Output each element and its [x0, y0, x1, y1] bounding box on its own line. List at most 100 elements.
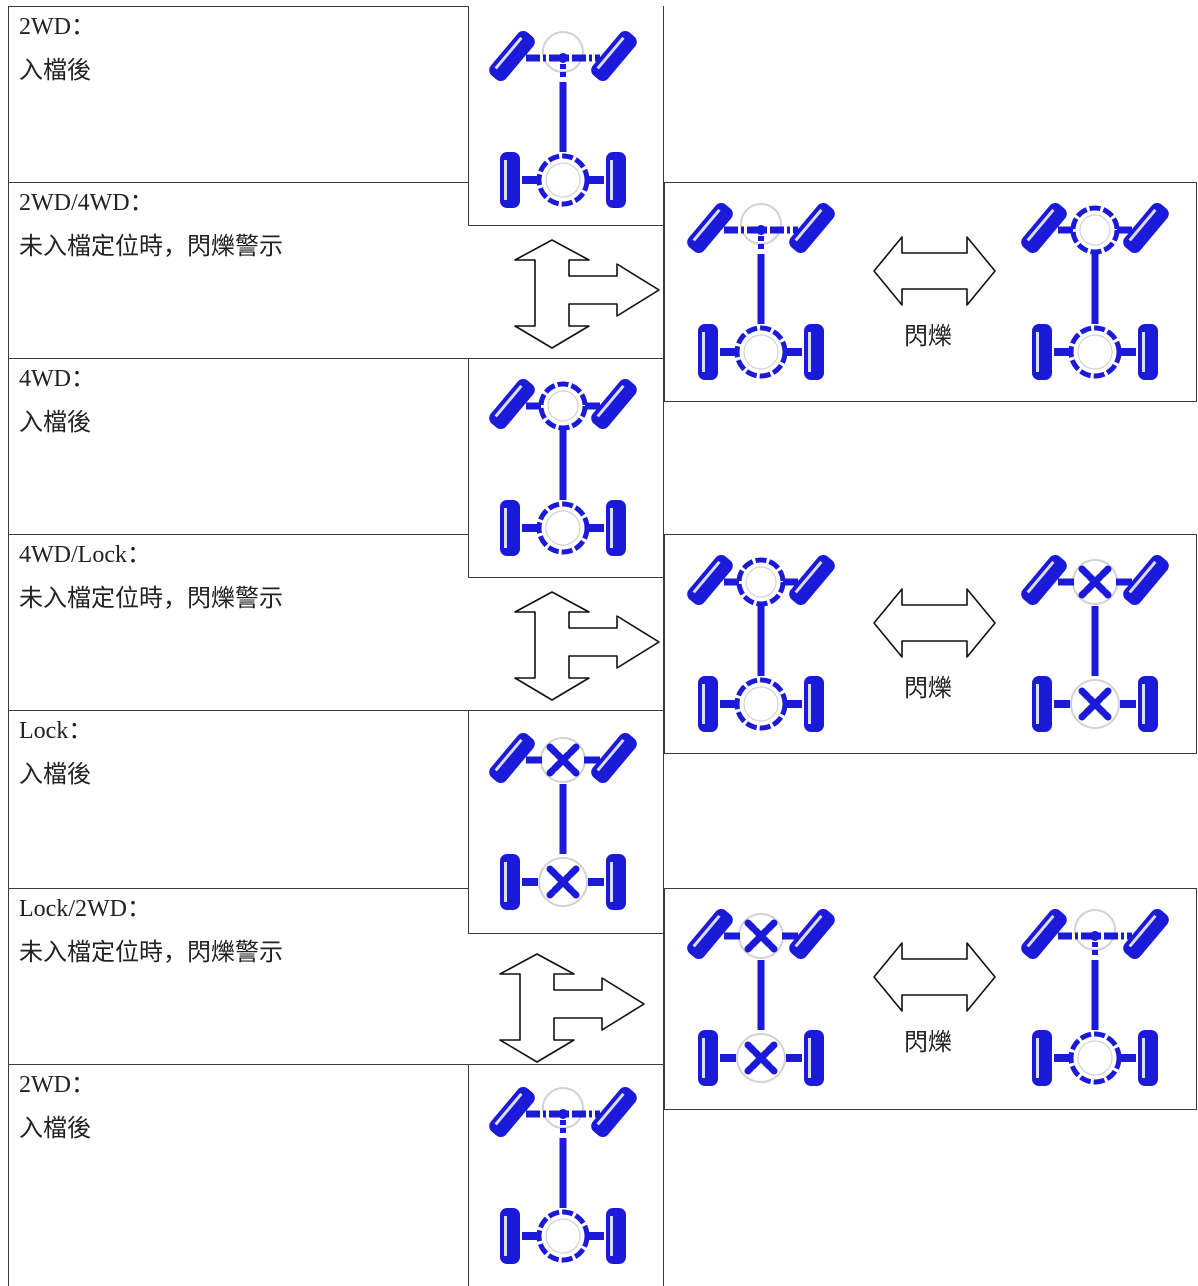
rear-axle-right — [588, 1232, 604, 1240]
blink-double-arrow-icon — [873, 236, 996, 306]
front-right-wheel — [789, 202, 835, 254]
rear-axle-right — [588, 878, 604, 886]
rear-diff-inner — [743, 686, 779, 722]
rear-left-wheel — [500, 854, 520, 910]
rear-axle-right — [588, 524, 604, 532]
rear-diff — [536, 1209, 590, 1263]
state-description: 入檔後 — [19, 1116, 91, 1142]
state-description: 入檔後 — [19, 410, 91, 436]
blink-double-arrow-icon — [873, 942, 996, 1012]
front-left-wheel — [687, 554, 733, 606]
rear-right-wheel — [804, 324, 824, 380]
rear-left-wheel — [698, 1030, 718, 1086]
blink-label: 閃爍 — [904, 676, 952, 702]
transition-arrow-icon — [514, 591, 660, 701]
rear-axle-right — [786, 1054, 802, 1062]
rear-right-wheel — [1138, 1030, 1158, 1086]
front-left-wheel — [489, 1086, 535, 1138]
front-diff-inner — [1079, 214, 1111, 246]
drivetrain-4wd-icon — [1021, 202, 1169, 380]
rear-diff — [536, 153, 590, 207]
blink-label: 閃爍 — [904, 1030, 952, 1056]
front-diff-inner — [745, 566, 777, 598]
rear-diff — [734, 677, 788, 731]
rear-axle-left — [522, 524, 538, 532]
front-left-wheel — [687, 908, 733, 960]
rear-lock-hub — [558, 877, 568, 887]
rear-diff — [734, 325, 788, 379]
front-diff-inner — [547, 390, 579, 422]
rear-diff-inner — [545, 162, 581, 198]
rear-diff — [536, 501, 590, 555]
transition-arrow-icon — [514, 239, 660, 349]
rear-axle-left — [720, 1054, 736, 1062]
front-lock-hub — [1090, 577, 1100, 587]
front-left-wheel — [687, 202, 733, 254]
rear-axle-left — [1054, 700, 1070, 708]
rear-lock-hub — [1090, 699, 1100, 709]
rear-right-wheel — [1138, 676, 1158, 732]
rear-right-wheel — [1138, 324, 1158, 380]
rear-axle-right — [786, 348, 802, 356]
state-title: 2WD： — [19, 14, 95, 40]
rear-axle-left — [522, 878, 538, 886]
rear-left-wheel — [1032, 1030, 1052, 1086]
rear-diff-inner — [545, 1218, 581, 1254]
front-left-wheel — [489, 30, 535, 82]
rear-left-wheel — [698, 324, 718, 380]
rear-left-wheel — [698, 676, 718, 732]
rear-axle-right — [786, 700, 802, 708]
state-title: 2WD： — [19, 1072, 95, 1098]
rear-left-wheel — [500, 152, 520, 208]
state-description: 入檔後 — [19, 58, 91, 84]
rear-axle-left — [1054, 1054, 1070, 1062]
rear-axle-left — [1054, 348, 1070, 356]
drivetrain-2wd-icon — [1021, 908, 1169, 1086]
blink-panel-2wd-4wd — [664, 182, 1197, 402]
drivetrain-2wd-icon — [687, 202, 835, 380]
rear-diff-ghost — [1070, 679, 1120, 729]
rear-axle-right — [588, 176, 604, 184]
front-left-wheel — [1021, 908, 1067, 960]
drivetrain-2wd-icon — [489, 30, 637, 208]
rear-left-wheel — [1032, 676, 1052, 732]
state-description: 未入檔定位時，閃爍警示 — [19, 234, 283, 260]
rear-left-wheel — [500, 1208, 520, 1264]
drivetrain-lock-icon — [489, 732, 637, 910]
front-right-wheel — [789, 908, 835, 960]
rear-diff — [1068, 325, 1122, 379]
rear-diff-ghost — [538, 857, 588, 907]
rear-axle-left — [522, 1232, 538, 1240]
front-left-wheel — [489, 732, 535, 784]
rear-right-wheel — [606, 854, 626, 910]
rear-diff-inner — [1077, 334, 1113, 370]
drivetrain-lock-icon — [1021, 554, 1169, 732]
rear-diff-inner — [1077, 1040, 1113, 1076]
rear-right-wheel — [606, 152, 626, 208]
rear-right-wheel — [606, 500, 626, 556]
front-right-wheel — [591, 1086, 637, 1138]
rear-axle-left — [522, 176, 538, 184]
state-title: 2WD/4WD： — [19, 190, 154, 216]
front-hub — [558, 53, 568, 63]
rear-diff-inner — [743, 334, 779, 370]
rear-axle-right — [1120, 348, 1136, 356]
front-right-wheel — [789, 554, 835, 606]
front-right-wheel — [591, 378, 637, 430]
rear-axle-right — [1120, 700, 1136, 708]
rear-axle-left — [720, 348, 736, 356]
front-lock-hub — [756, 931, 766, 941]
rear-right-wheel — [804, 676, 824, 732]
state-title: Lock/2WD： — [19, 896, 151, 922]
rear-right-wheel — [804, 1030, 824, 1086]
state-title: 4WD： — [19, 366, 95, 392]
transition-arrow-icon — [499, 953, 645, 1063]
state-description: 入檔後 — [19, 762, 91, 788]
front-right-wheel — [1123, 202, 1169, 254]
front-left-wheel — [1021, 202, 1067, 254]
rear-axle-left — [720, 700, 736, 708]
blink-label: 閃爍 — [904, 324, 952, 350]
front-right-wheel — [591, 30, 637, 82]
front-right-wheel — [1123, 554, 1169, 606]
state-title: 4WD/Lock： — [19, 542, 151, 568]
